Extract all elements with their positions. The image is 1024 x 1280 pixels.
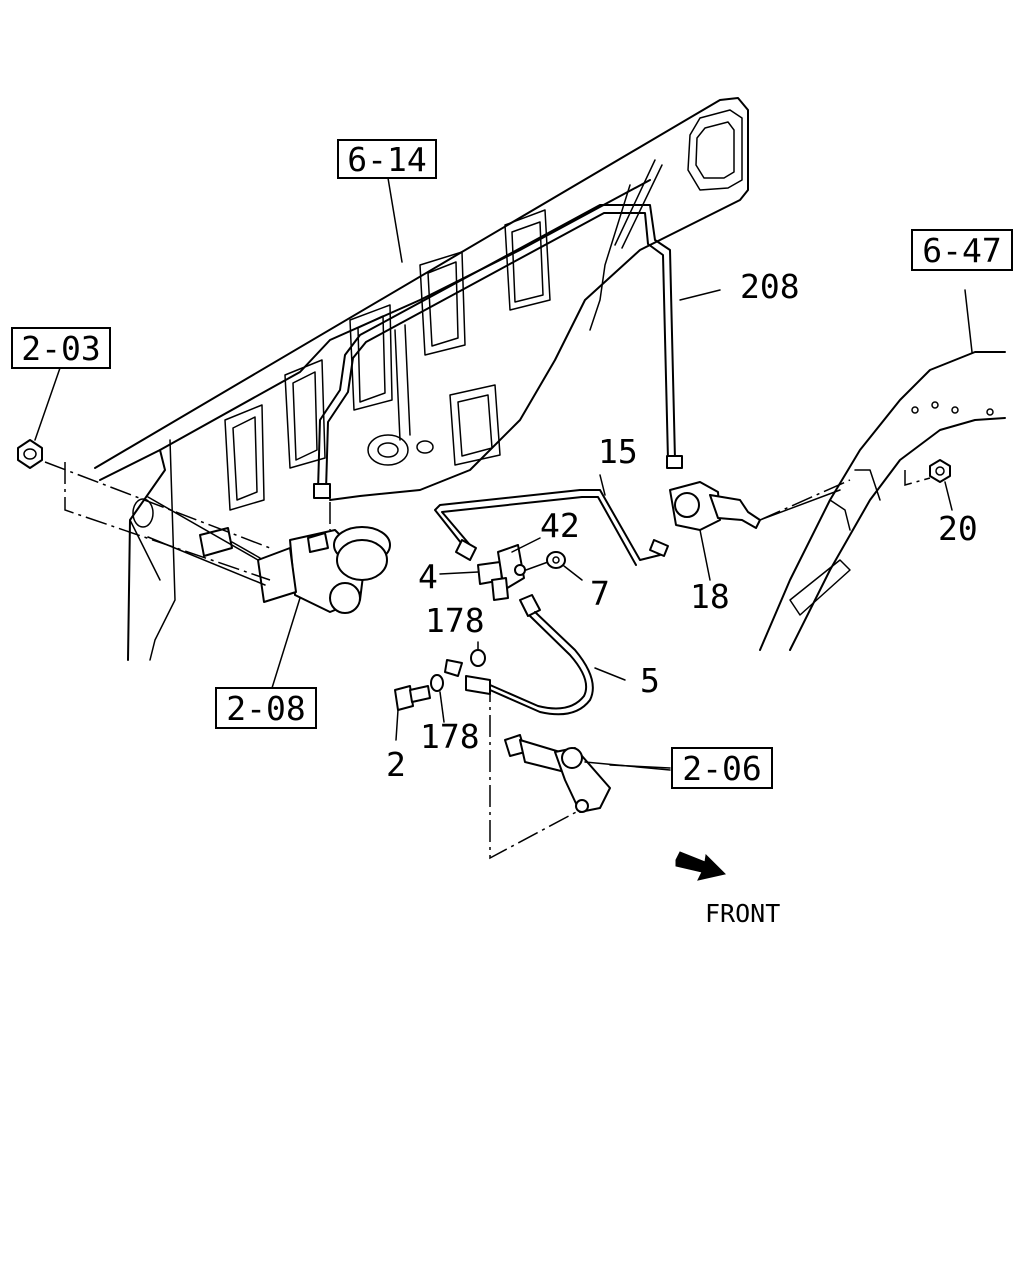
ref-box-2-06: 2-06: [671, 747, 773, 789]
front-label: FRONT: [705, 899, 780, 928]
callout-15: 15: [598, 432, 638, 471]
ref-box-6-14: 6-14: [337, 139, 437, 179]
ref-box-2-08: 2-08: [215, 687, 317, 729]
callout-7: 7: [590, 574, 610, 613]
ref-label: 2-08: [226, 689, 305, 728]
front-direction: FRONT: [675, 851, 780, 928]
hose-bracket: [439, 537, 583, 601]
callout-20: 20: [938, 509, 978, 548]
callout-208: 208: [740, 267, 800, 306]
callout-42: 42: [540, 506, 580, 545]
callout-5: 5: [640, 661, 660, 700]
clutch-pipe-208: [313, 204, 721, 499]
clutch-master-cylinder: [147, 496, 391, 614]
ref-label: 6-14: [347, 140, 426, 179]
ref-box-6-47: 6-47: [911, 229, 1013, 271]
arrow-icon: [675, 851, 726, 881]
ref-label: 6-47: [922, 231, 1001, 270]
frame-nut: [929, 459, 953, 511]
union-bolt-washers: [394, 641, 486, 741]
chassis-frame: [759, 289, 1006, 651]
ref-label: 2-06: [682, 749, 761, 788]
leader-lines: [271, 177, 671, 769]
callout-2: 2: [386, 745, 406, 784]
callout-4: 4: [418, 557, 438, 596]
alignment-lines: [44, 461, 931, 860]
callout-178-upper: 178: [425, 601, 485, 640]
ref-label: 2-03: [21, 329, 100, 368]
ref-box-2-03: 2-03: [11, 327, 111, 369]
clutch-slave-cylinder: [504, 734, 671, 813]
callout-18: 18: [690, 577, 730, 616]
callout-178-lower: 178: [420, 717, 480, 756]
clutch-damper: [669, 481, 841, 581]
cab-panel: [94, 97, 749, 661]
cab-mount-nut: [17, 367, 61, 469]
clutch-pipe-15: [434, 474, 669, 566]
